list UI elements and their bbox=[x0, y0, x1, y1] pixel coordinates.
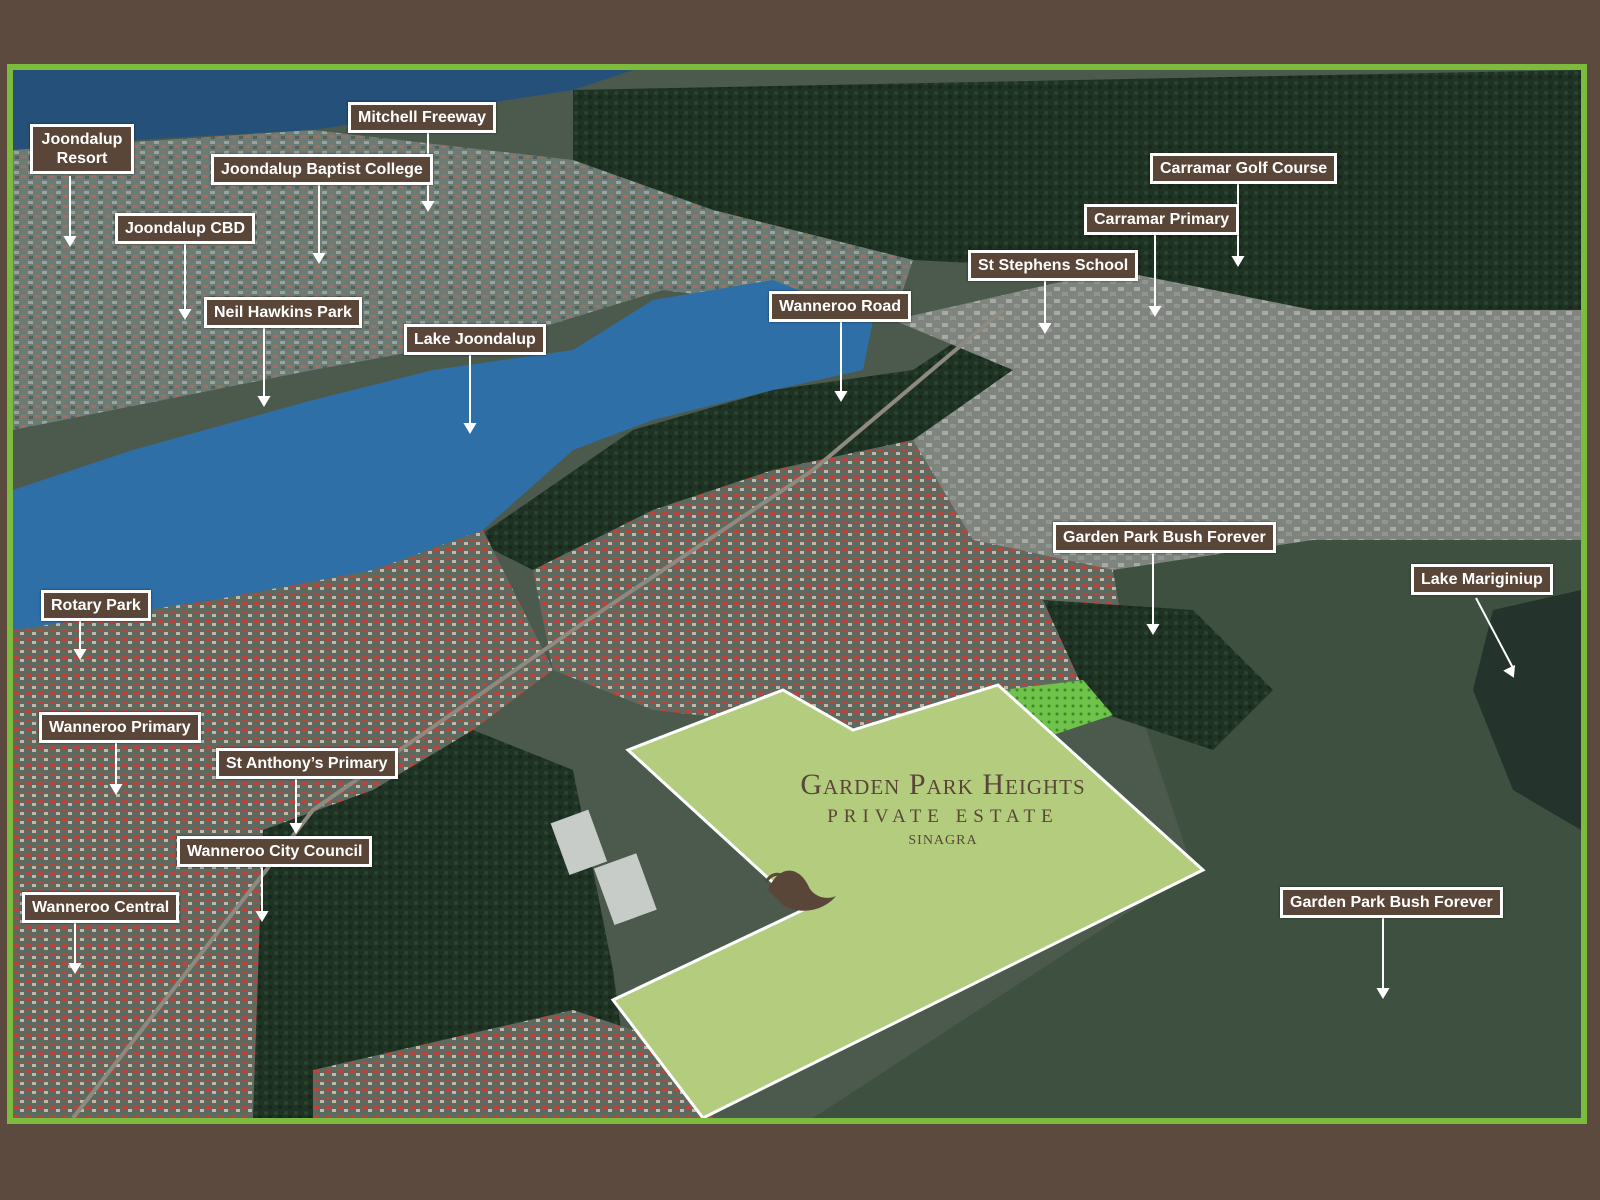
label-neil-hawkins-park[interactable]: Neil Hawkins Park bbox=[204, 297, 362, 328]
estate-subtitle: PRIVATE ESTATE bbox=[827, 806, 1059, 827]
northern-bushland bbox=[573, 70, 1581, 310]
central-suburbs bbox=[533, 440, 1133, 730]
arrow-head-icon bbox=[834, 391, 848, 402]
label-joondalup-cbd[interactable]: Joondalup CBD bbox=[115, 213, 255, 244]
southern-suburbs bbox=[313, 1010, 713, 1118]
estate-location: SINAGRA bbox=[908, 833, 978, 848]
arrow-head-icon bbox=[73, 649, 87, 660]
arrow-head-icon bbox=[1146, 624, 1160, 635]
arrow-line bbox=[1475, 597, 1514, 669]
lake-bushland bbox=[473, 330, 1013, 570]
ocean bbox=[13, 70, 633, 150]
label-joondalup-baptist-college[interactable]: Joondalup Baptist College bbox=[211, 154, 433, 185]
arrow-head-icon bbox=[1148, 306, 1162, 317]
label-wanneroo-primary[interactable]: Wanneroo Primary bbox=[39, 712, 201, 743]
arrow-head-icon bbox=[421, 201, 435, 212]
aerial-photo: Garden Park Heights PRIVATE ESTATE SINAG… bbox=[7, 64, 1587, 1124]
label-lake-mariginiup[interactable]: Lake Mariginiup bbox=[1411, 564, 1553, 595]
estate-boundary[interactable] bbox=[610, 683, 1206, 1118]
lake-mariginiup-water bbox=[1473, 590, 1581, 830]
arrow-head-icon bbox=[255, 911, 269, 922]
arrow-head-icon bbox=[1503, 665, 1516, 678]
aerial-scene bbox=[13, 70, 1581, 1118]
label-garden-park-bush-forever-north[interactable]: Garden Park Bush Forever bbox=[1053, 522, 1276, 553]
label-carramar-primary[interactable]: Carramar Primary bbox=[1084, 204, 1240, 235]
carramar-suburbs bbox=[893, 270, 1581, 570]
label-st-anthonys-primary[interactable]: St Anthony’s Primary bbox=[216, 748, 398, 779]
arrow-head-icon bbox=[289, 823, 303, 834]
arrow-head-icon bbox=[63, 236, 77, 247]
label-carramar-golf-course[interactable]: Carramar Golf Course bbox=[1150, 153, 1338, 184]
label-lake-joondalup[interactable]: Lake Joondalup bbox=[404, 324, 546, 355]
greenhouse bbox=[593, 853, 657, 926]
arrow-head-icon bbox=[1376, 988, 1390, 999]
label-joondalup-resort[interactable]: Joondalup Resort bbox=[30, 124, 134, 174]
arrow-head-icon bbox=[109, 784, 123, 795]
estate-title: Garden Park Heights bbox=[800, 768, 1086, 801]
label-wanneroo-road[interactable]: Wanneroo Road bbox=[769, 291, 912, 322]
arrow-head-icon bbox=[312, 253, 326, 264]
northwest-suburbs bbox=[13, 130, 913, 430]
estate-logo-icon bbox=[764, 870, 836, 911]
greenhouse bbox=[550, 809, 608, 876]
label-wanneroo-city-council[interactable]: Wanneroo City Council bbox=[177, 836, 373, 867]
wanneroo-road-line bbox=[71, 308, 1005, 1118]
estate-branding: Garden Park Heights PRIVATE ESTATE SINAG… bbox=[753, 768, 1133, 849]
arrow-head-icon bbox=[68, 963, 82, 974]
label-garden-park-bush-forever-south[interactable]: Garden Park Bush Forever bbox=[1280, 887, 1503, 918]
arrow-head-icon bbox=[1231, 256, 1245, 267]
eastern-rural bbox=[813, 540, 1581, 1118]
label-wanneroo-central[interactable]: Wanneroo Central bbox=[22, 892, 180, 923]
arrow-head-icon bbox=[463, 423, 477, 434]
label-rotary-park[interactable]: Rotary Park bbox=[41, 590, 151, 621]
lake-joondalup-water bbox=[13, 280, 873, 630]
arrow-head-icon bbox=[257, 396, 271, 407]
wanneroo-suburbs bbox=[13, 530, 553, 1118]
arrow-head-icon bbox=[1038, 323, 1052, 334]
label-arrows bbox=[63, 131, 1516, 999]
label-st-stephens-school[interactable]: St Stephens School bbox=[968, 250, 1139, 281]
arrow-head-icon bbox=[178, 309, 192, 320]
label-mitchell-freeway[interactable]: Mitchell Freeway bbox=[348, 102, 497, 133]
